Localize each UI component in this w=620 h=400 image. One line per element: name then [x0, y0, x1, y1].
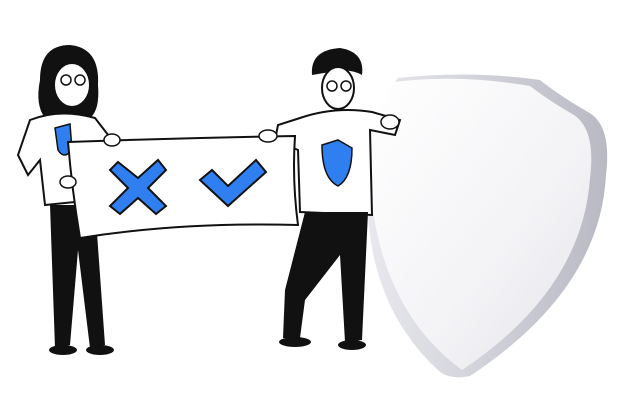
check-icon [198, 158, 268, 208]
cross-icon [108, 158, 168, 216]
person-right [273, 48, 402, 350]
banner [59, 114, 400, 240]
shield-3d [367, 74, 608, 378]
shield-logo-right [321, 139, 353, 187]
